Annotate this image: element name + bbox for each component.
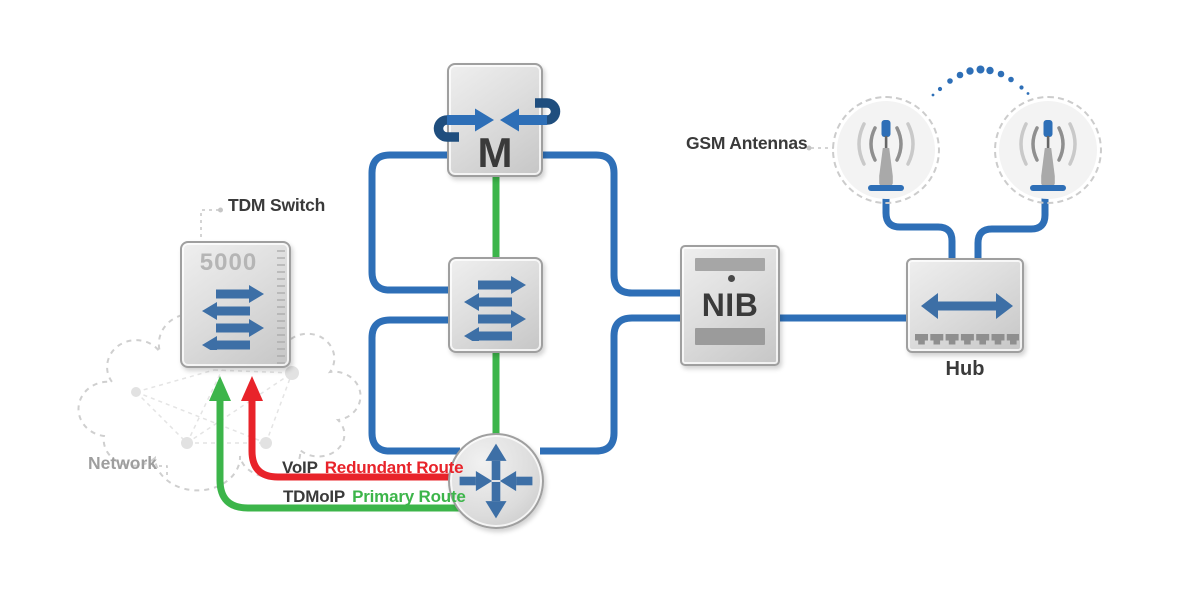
- redundant-route-protocol: VoIP: [282, 458, 318, 477]
- nib-bottom-vent: [695, 328, 765, 345]
- hub-label: Hub: [945, 358, 985, 380]
- gsm-antennas-label: GSM Antennas: [686, 133, 808, 153]
- antenna-icon: [857, 120, 915, 191]
- nib-led-dot: [728, 275, 735, 282]
- primary-route-line: [209, 175, 500, 512]
- gsm-antenna-1: [832, 96, 940, 204]
- nib-label: NIB: [701, 287, 759, 323]
- tdm-leader-dot: [218, 207, 223, 213]
- redundant-route-label: VoIP Redundant Route: [282, 458, 464, 477]
- tdm-switch-device: 5000: [180, 241, 291, 368]
- antenna-icon: [1019, 120, 1077, 191]
- bidirectional-arrows-icon: [202, 285, 264, 350]
- link-mux-nib: [540, 151, 685, 297]
- multiplexer-device: M: [433, 63, 561, 177]
- hub-device: [906, 258, 1024, 353]
- blue-links: [368, 151, 1049, 455]
- redundant-route-line: [241, 376, 470, 481]
- bidirectional-arrows-icon: [464, 276, 526, 341]
- router-arrows-icon: [459, 443, 533, 519]
- redundant-route-name: Redundant Route: [324, 458, 464, 477]
- link-antenna1-hub: [882, 190, 956, 262]
- router-device: [448, 433, 544, 529]
- hub-arrow-icon: [921, 293, 1013, 319]
- link-router-nib: [540, 314, 685, 455]
- multiplexer-label: M: [477, 129, 513, 176]
- gsm-antenna-2: [994, 96, 1102, 204]
- link-switch-router: [368, 316, 460, 455]
- primary-route-arrowhead: [209, 376, 231, 401]
- network-cloud-label: Network: [88, 453, 158, 473]
- gsm-leader-dot: [806, 145, 812, 151]
- nib-device: NIB: [680, 245, 780, 366]
- tdm-switch-model: 5000: [199, 249, 258, 276]
- link-mux-switch: [368, 151, 450, 294]
- label-leader-lines: [152, 147, 834, 476]
- hub-ports-icon: [915, 334, 1019, 345]
- nib-top-vent: [695, 258, 765, 271]
- primary-route-name: Primary Route: [352, 487, 466, 506]
- switch-device: [448, 257, 543, 353]
- primary-route-label: TDMoIP Primary Route: [283, 488, 466, 505]
- multiplexer-arrows-icon: [433, 98, 561, 142]
- link-antenna2-hub: [974, 190, 1049, 262]
- wireless-arc-dots: [931, 65, 1030, 97]
- cloud-node-dots: [131, 366, 299, 449]
- tdm-switch-label: TDM Switch: [228, 195, 326, 215]
- redundant-route-arrowhead: [241, 376, 263, 401]
- primary-route-protocol: TDMoIP: [283, 487, 346, 506]
- chassis-ruler-ticks: [277, 250, 285, 364]
